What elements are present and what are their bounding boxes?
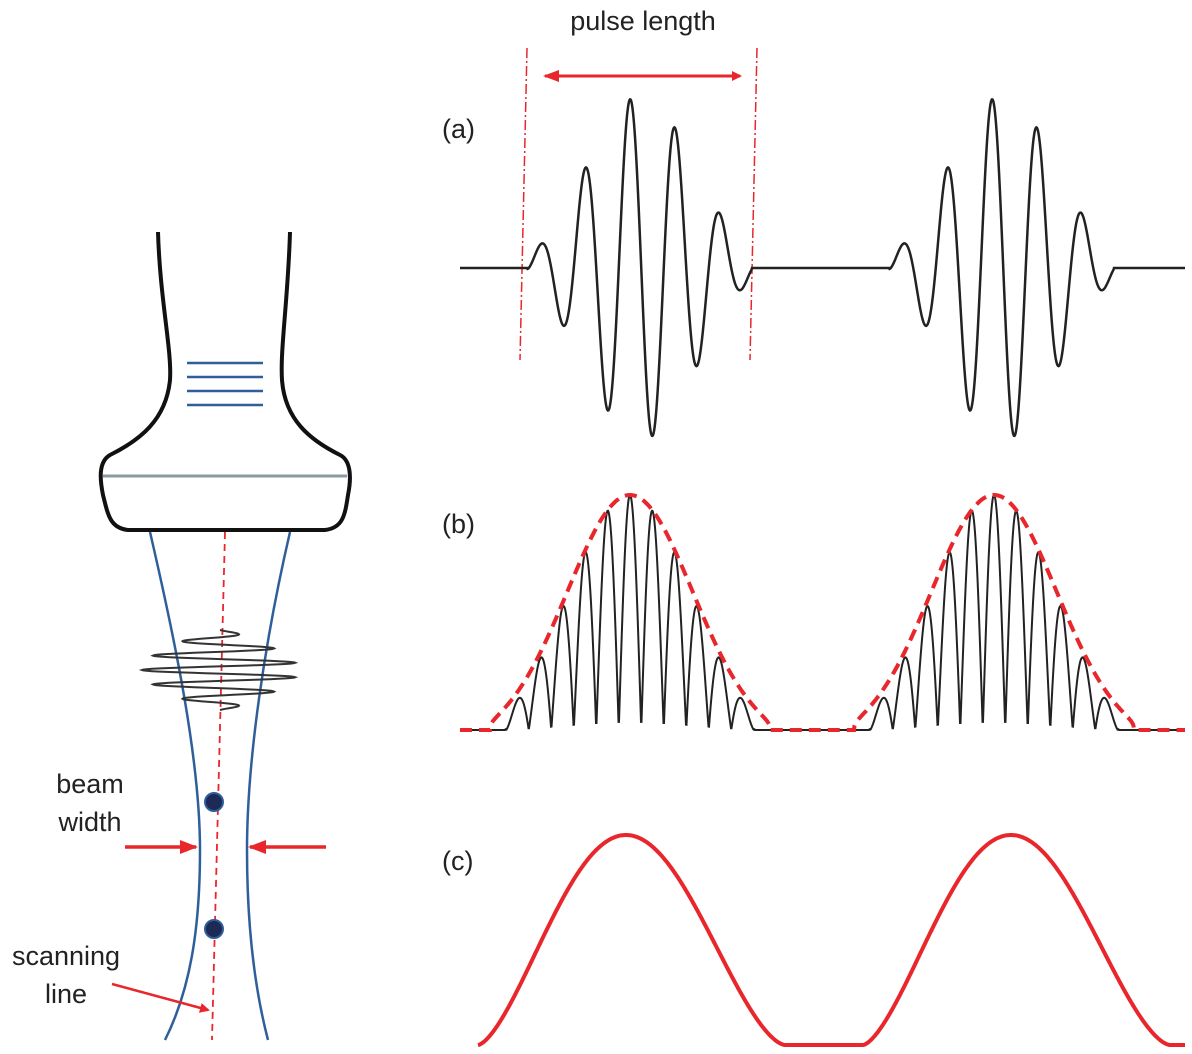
scanning-line-label-2: line — [45, 979, 87, 1009]
panel-c-label: (c) — [442, 846, 473, 876]
panel-b-label: (b) — [442, 509, 475, 539]
pulse-start-marker — [519, 47, 528, 361]
envelope-dashed-curve — [460, 493, 1185, 732]
piezo-element-lines — [187, 361, 263, 407]
rectified-waveform — [460, 493, 1185, 731]
pulse-length-label: pulse length — [570, 6, 716, 36]
panel-a-label: (a) — [442, 114, 475, 144]
beam-width-label-2: width — [57, 807, 121, 837]
transducer-probe — [98, 231, 352, 532]
ultrasound-beam — [111, 531, 326, 1041]
envelope-signal — [477, 833, 1185, 1047]
beam-width-label-1: beam — [56, 769, 124, 799]
scatterer-dot — [204, 792, 224, 812]
scanning-line-arrow — [111, 982, 210, 1013]
scanning-line — [211, 531, 226, 1041]
scatterer-dot — [204, 919, 224, 939]
rf-pulse-waveform — [460, 98, 1185, 438]
pulse-end-marker — [749, 47, 758, 361]
wave-spiral-icon — [138, 629, 299, 711]
scanning-line-label-1: scanning — [12, 941, 120, 971]
